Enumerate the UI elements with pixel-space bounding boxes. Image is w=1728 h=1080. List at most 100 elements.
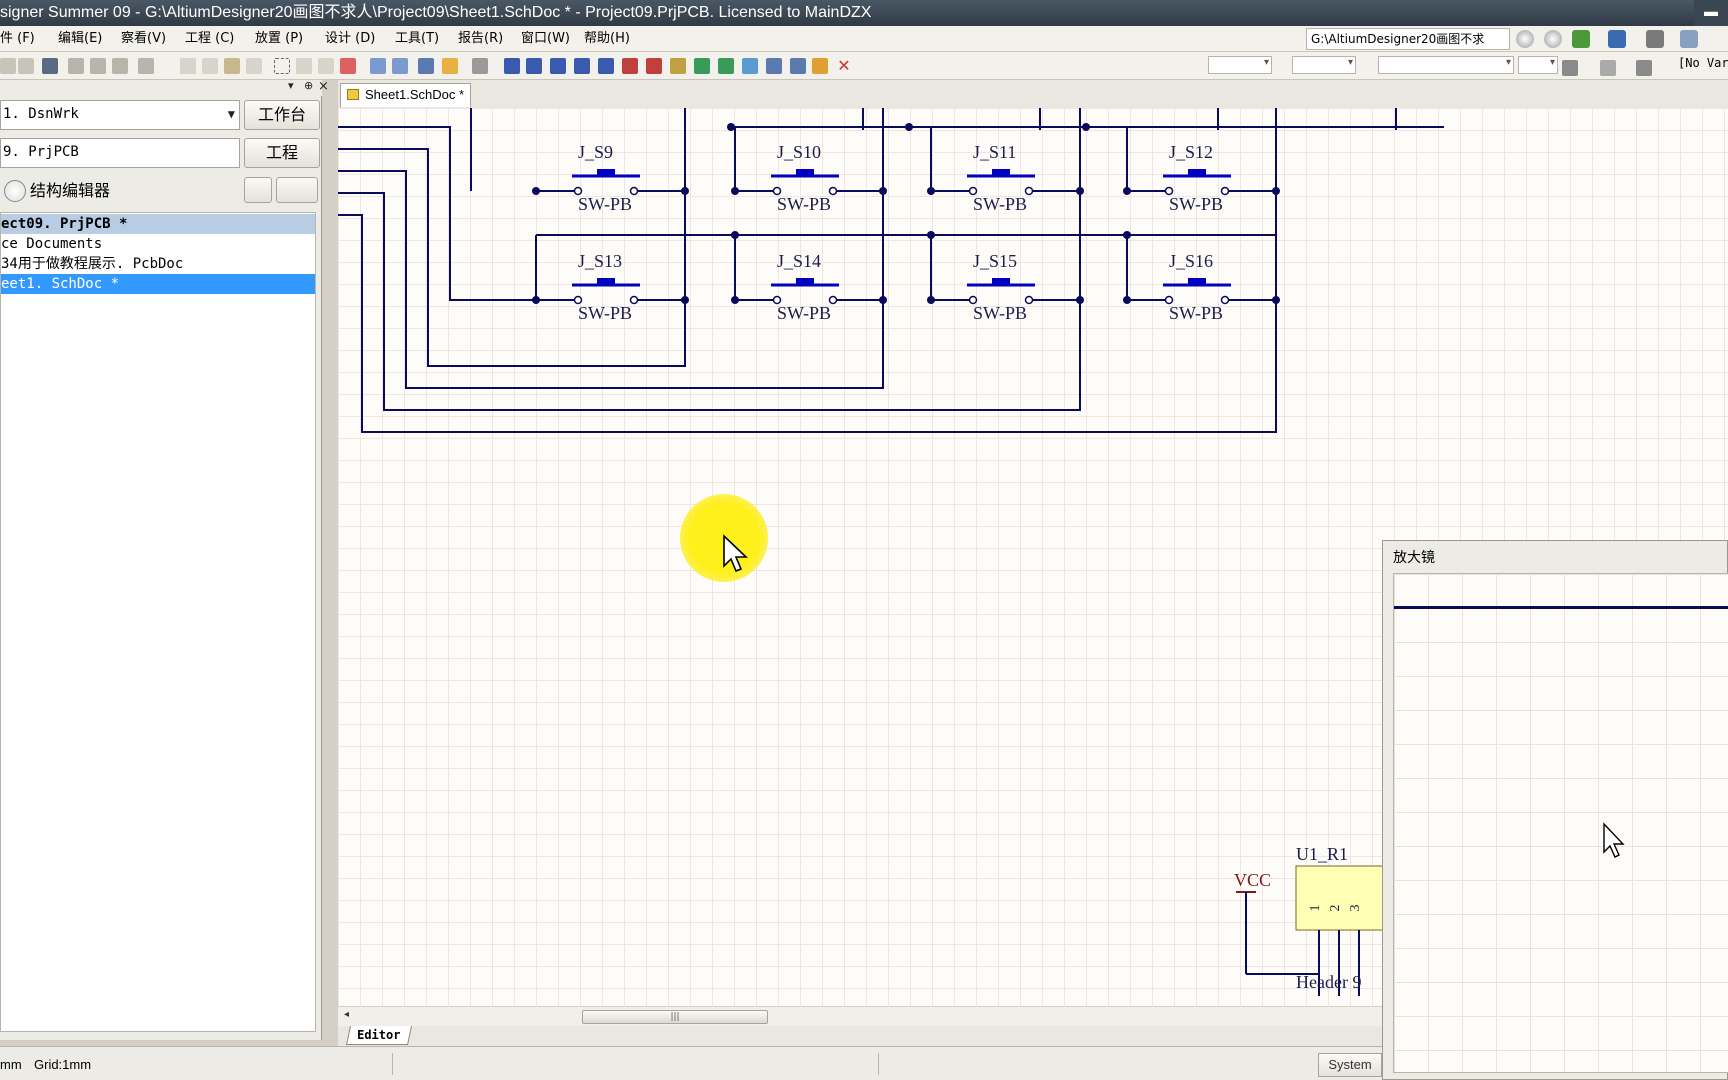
- paste-icon[interactable]: [224, 58, 240, 74]
- junction-dot: [1076, 296, 1084, 304]
- place-ground-icon[interactable]: [622, 58, 638, 74]
- pin-icon[interactable]: ⊕: [304, 79, 314, 92]
- menu-reports[interactable]: 报告(R): [458, 31, 504, 46]
- switch-designator: J_S15: [973, 251, 1017, 271]
- tree-item-pcbdoc[interactable]: 34用于做教程展示. PcbDoc: [1, 256, 184, 272]
- panel-option-button[interactable]: [244, 177, 272, 203]
- panel-folder-button[interactable]: [276, 177, 318, 203]
- menu-window[interactable]: 窗口(W): [521, 31, 570, 46]
- back-icon[interactable]: [1516, 30, 1534, 48]
- variant-combo[interactable]: [No Var: [1678, 56, 1728, 70]
- redo-icon[interactable]: [392, 58, 408, 74]
- place-no-erc-icon[interactable]: [790, 58, 806, 74]
- path-combo[interactable]: G:\AltiumDesigner20画图不求: [1306, 28, 1510, 50]
- menu-design[interactable]: 设计 (D): [325, 31, 376, 46]
- close-panel-icon[interactable]: ×: [318, 79, 329, 94]
- project-tree[interactable]: ect09. PrjPCB * ce Documents 34用于做教程展示. …: [0, 212, 316, 1032]
- tab-editor[interactable]: Editor: [345, 1026, 413, 1045]
- print-preview-icon[interactable]: [18, 58, 34, 74]
- menu-file[interactable]: 件 (F): [0, 31, 35, 46]
- panel-menu-icon[interactable]: ▾: [288, 79, 294, 92]
- chart-icon[interactable]: [1608, 30, 1626, 48]
- switch-designator: J_S9: [578, 142, 613, 162]
- status-separator: [878, 1053, 879, 1075]
- place-directive-icon[interactable]: [812, 58, 828, 74]
- layers-icon[interactable]: [1646, 30, 1664, 48]
- place-sheet-entry-icon[interactable]: [718, 58, 734, 74]
- project-button[interactable]: 工程: [244, 138, 320, 168]
- switch-designator: J_S11: [973, 142, 1016, 162]
- zoom-dropdown-icon[interactable]: [138, 58, 154, 74]
- zoom-selected-icon[interactable]: [112, 58, 128, 74]
- distribute-icon[interactable]: [1600, 60, 1616, 76]
- menu-view[interactable]: 察看(V): [121, 31, 167, 46]
- place-net-label-icon[interactable]: [574, 58, 590, 74]
- hierarchy-icon[interactable]: [418, 58, 434, 74]
- menu-tools[interactable]: 工具(T): [395, 31, 440, 46]
- menu-edit[interactable]: 编辑(E): [58, 31, 103, 46]
- cut-icon[interactable]: [180, 58, 196, 74]
- scrollbar-thumb[interactable]: |||: [582, 1010, 768, 1024]
- select-area-icon[interactable]: [274, 58, 290, 74]
- tree-item-source-documents[interactable]: ce Documents: [1, 236, 103, 252]
- undo-icon[interactable]: [370, 58, 386, 74]
- browse-library-icon[interactable]: [472, 58, 488, 74]
- place-part-icon[interactable]: [670, 58, 686, 74]
- menu-place[interactable]: 放置 (P): [255, 31, 304, 46]
- projects-panel: ▾ ⊕ × 1. DsnWrk ▼ 工作台 9. PrjPCB 工程 结构编辑器…: [0, 79, 329, 1040]
- schematic-doc-icon: [347, 89, 359, 100]
- switch-terminal: [1164, 295, 1174, 305]
- place-bus-entry-icon[interactable]: [550, 58, 566, 74]
- cross-probe-icon[interactable]: [442, 58, 458, 74]
- layer-select[interactable]: [1292, 56, 1356, 74]
- junction-dot: [532, 296, 540, 304]
- rubber-stamp-icon[interactable]: [246, 58, 262, 74]
- switch-terminal: [1220, 295, 1230, 305]
- device-icon[interactable]: [42, 58, 58, 74]
- place-bus-icon[interactable]: [526, 58, 542, 74]
- magnifier-title: 放大镜: [1393, 550, 1435, 566]
- workspace-combo[interactable]: 1. DsnWrk ▼: [0, 100, 240, 130]
- workspace-button[interactable]: 工作台: [244, 100, 320, 130]
- copy-icon[interactable]: [202, 58, 218, 74]
- select-cross-icon[interactable]: [318, 58, 334, 74]
- wire: [338, 148, 686, 367]
- switch-actuator: [796, 278, 814, 285]
- horizontal-scrollbar[interactable]: ◂ |||: [338, 1006, 1382, 1026]
- filter-select[interactable]: [1378, 56, 1514, 74]
- switch-actuator: [796, 169, 814, 176]
- project-combo[interactable]: 9. PrjPCB: [0, 138, 240, 168]
- open-icon[interactable]: [0, 58, 16, 74]
- system-button[interactable]: System: [1318, 1053, 1382, 1077]
- switch-actuator: [597, 169, 615, 176]
- snap-select[interactable]: [1208, 56, 1272, 74]
- zoom-fit-icon[interactable]: [68, 58, 84, 74]
- minimize-button[interactable]: ▬: [1694, 0, 1728, 26]
- place-wire-icon[interactable]: [504, 58, 520, 74]
- tree-item-project[interactable]: ect09. PrjPCB *: [1, 214, 315, 234]
- deselect-icon[interactable]: [340, 58, 356, 74]
- move-icon[interactable]: [296, 58, 312, 74]
- structure-editor-radio[interactable]: [4, 180, 26, 202]
- place-port-icon[interactable]: [766, 58, 782, 74]
- align-icon[interactable]: [1562, 60, 1578, 76]
- tab-sheet1-schdoc[interactable]: Sheet1.SchDoc *: [340, 83, 472, 107]
- place-vcc-icon[interactable]: [646, 58, 662, 74]
- place-device-sheet-icon[interactable]: [742, 58, 758, 74]
- download-icon[interactable]: [1680, 30, 1698, 48]
- tree-item-schdoc[interactable]: eet1. SchDoc *: [1, 274, 315, 294]
- place-net-icon[interactable]: [598, 58, 614, 74]
- style-select[interactable]: [1518, 56, 1558, 74]
- menu-project[interactable]: 工程 (C): [185, 31, 235, 46]
- place-sheet-symbol-icon[interactable]: [694, 58, 710, 74]
- forward-icon[interactable]: [1544, 30, 1562, 48]
- delete-icon[interactable]: ✕: [837, 56, 851, 75]
- scroll-left-icon[interactable]: ◂: [344, 1009, 350, 1020]
- zoom-area-icon[interactable]: [90, 58, 106, 74]
- arrange-icon[interactable]: [1636, 60, 1652, 76]
- junction-dot: [1123, 231, 1131, 239]
- workspace-value: 1. DsnWrk: [3, 106, 79, 122]
- switch-comment: SW-PB: [1169, 303, 1223, 323]
- menu-help[interactable]: 帮助(H): [584, 31, 630, 46]
- home-icon[interactable]: [1572, 30, 1590, 48]
